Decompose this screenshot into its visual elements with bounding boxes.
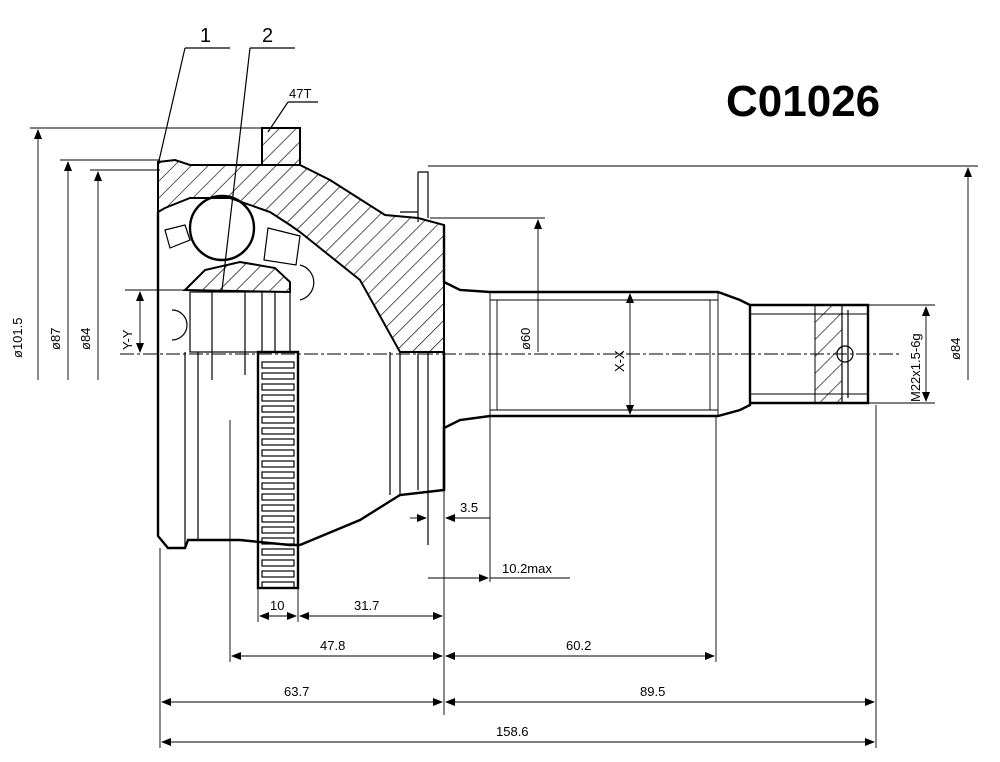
abs-tone-ring — [256, 350, 300, 590]
abs-ring-body — [256, 350, 300, 590]
dim-diameter-84-right: ø84 — [428, 165, 978, 380]
inner-race — [164, 194, 315, 380]
dim-section-xx: X-X — [612, 293, 634, 415]
abs-tooth — [261, 394, 295, 402]
svg-text:1: 1 — [200, 25, 211, 47]
callout-47t: 47T — [267, 86, 318, 133]
dim-length-10-2: 10.2max — [428, 416, 570, 582]
dim-length-10: 10 — [257, 545, 299, 622]
dim-length-60-2: 60.2 — [445, 416, 717, 662]
svg-text:ø101.5: ø101.5 — [10, 318, 25, 358]
abs-tooth — [261, 559, 295, 567]
outer-housing — [157, 127, 445, 353]
abs-tooth — [261, 361, 295, 369]
svg-text:M22x1.5-6g: M22x1.5-6g — [908, 333, 923, 402]
dim-length-31-7: 31.7 — [299, 490, 445, 715]
svg-text:10: 10 — [270, 598, 284, 613]
dim-length-47-8: 47.8 — [229, 420, 443, 662]
stub-shaft — [442, 225, 870, 490]
dim-length-158-6: 158.6 — [161, 724, 875, 746]
abs-tooth — [261, 581, 295, 589]
abs-tooth — [261, 372, 295, 380]
abs-tooth — [261, 570, 295, 578]
abs-tooth — [261, 438, 295, 446]
abs-tooth — [261, 471, 295, 479]
abs-tooth — [261, 383, 295, 391]
abs-ring-section — [261, 127, 301, 166]
svg-text:3.5: 3.5 — [460, 500, 478, 515]
abs-tooth — [261, 482, 295, 490]
svg-text:10.2max: 10.2max — [502, 561, 552, 576]
callout-2: 2 — [221, 25, 295, 291]
svg-text:Y-Y: Y-Y — [120, 329, 135, 350]
abs-tooth — [261, 427, 295, 435]
abs-tooth — [261, 515, 295, 523]
dim-length-63-7: 63.7 — [159, 548, 443, 748]
callout-1: 1 — [157, 25, 230, 166]
abs-tooth — [261, 460, 295, 468]
svg-text:89.5: 89.5 — [640, 684, 665, 699]
svg-text:ø84: ø84 — [78, 328, 93, 350]
svg-text:47.8: 47.8 — [320, 638, 345, 653]
svg-text:158.6: 158.6 — [496, 724, 529, 739]
dim-diameter-84-left: ø84 — [78, 169, 160, 380]
abs-tooth — [261, 405, 295, 413]
svg-text:31.7: 31.7 — [354, 598, 379, 613]
dim-thread: M22x1.5-6g — [868, 304, 935, 404]
dim-diameter-101-5: ø101.5 — [10, 127, 262, 380]
svg-text:63.7: 63.7 — [284, 684, 309, 699]
dim-length-89-5: 89.5 — [445, 405, 877, 748]
svg-text:X-X: X-X — [612, 350, 627, 372]
abs-tooth — [261, 416, 295, 424]
svg-text:ø84: ø84 — [948, 338, 963, 360]
abs-tooth — [261, 526, 295, 534]
dim-length-3-5: 3.5 — [410, 500, 490, 522]
abs-tooth — [261, 537, 295, 545]
abs-tooth — [261, 449, 295, 457]
ball — [188, 194, 256, 262]
dim-section-yy: Y-Y — [120, 289, 190, 353]
abs-tooth — [261, 548, 295, 556]
dim-diameter-60: ø60 — [430, 217, 545, 352]
svg-text:ø87: ø87 — [48, 328, 63, 350]
abs-tooth — [261, 493, 295, 501]
dim-diameter-87: ø87 — [48, 159, 160, 380]
svg-text:2: 2 — [262, 25, 273, 47]
svg-text:47T: 47T — [289, 86, 311, 101]
svg-text:ø60: ø60 — [518, 328, 533, 350]
abs-tooth — [261, 504, 295, 512]
svg-text:60.2: 60.2 — [566, 638, 591, 653]
part-number: C01026 — [726, 77, 880, 126]
